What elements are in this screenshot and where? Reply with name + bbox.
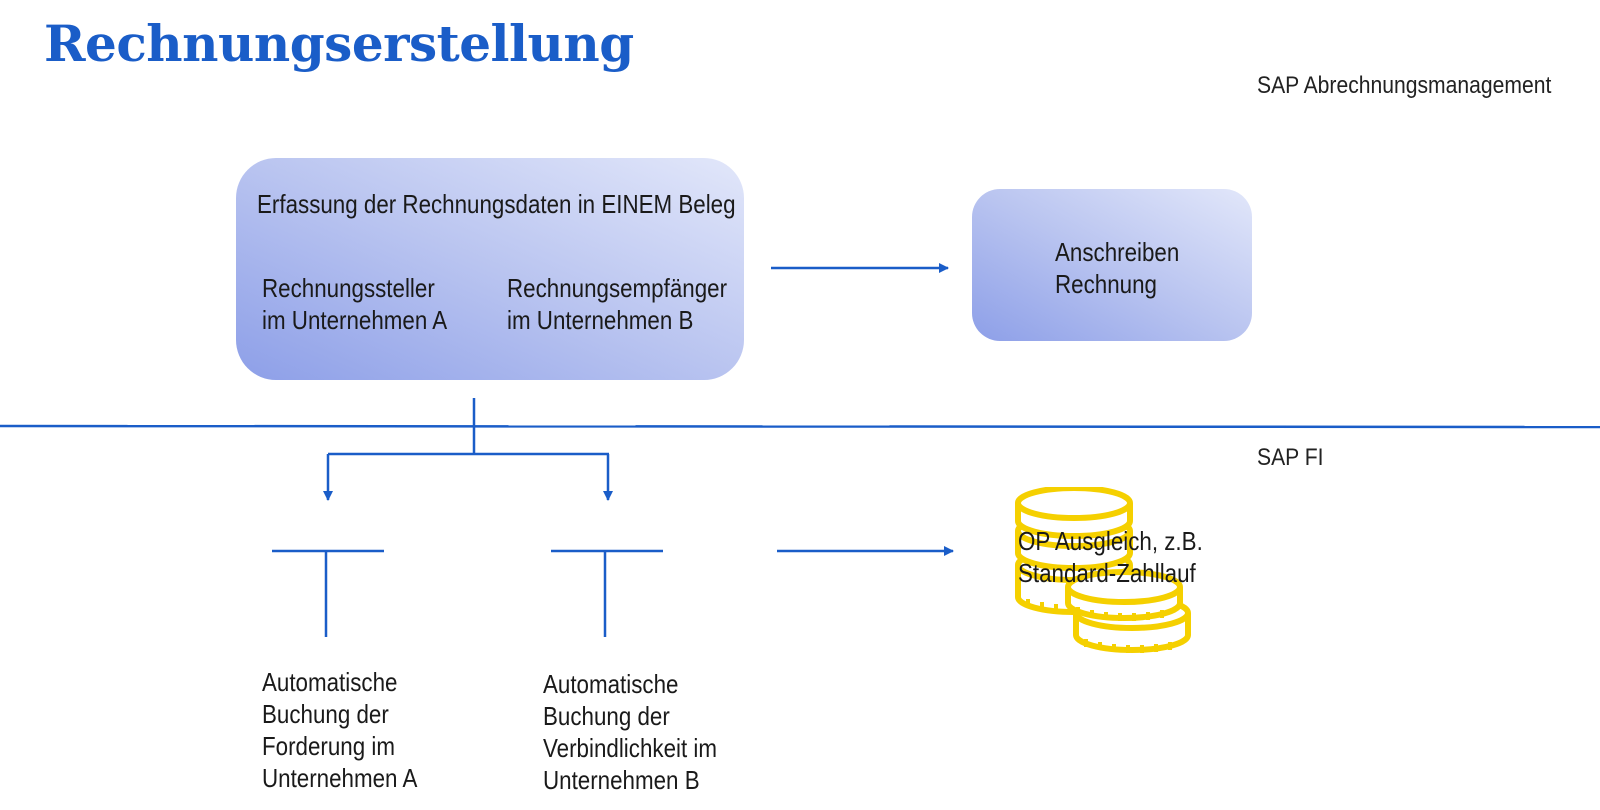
posting-receivable-label: Automatische Buchung der Forderung im Un… (262, 667, 418, 793)
posting-payable-label: Automatische Buchung der Verbindlichkeit… (543, 669, 717, 795)
page-title: Rechnungserstellung (44, 14, 634, 73)
capture-box-heading: Erfassung der Rechnungsdaten in EINEM Be… (257, 189, 736, 219)
invoice-recipient-label: Rechnungsempfänger im Unternehmen B (507, 273, 728, 335)
cover-letter-invoice-box (972, 189, 1252, 341)
zone-label-sap-fi: SAP FI (1257, 444, 1324, 471)
invoice-issuer-label: Rechnungssteller im Unternehmen A (262, 273, 448, 335)
t-account-b (551, 549, 663, 637)
system-divider-line (0, 424, 1600, 429)
coins-icon (1015, 487, 1191, 653)
t-account-a (272, 549, 384, 637)
cover-letter-invoice-label: Anschreiben Rechnung (1055, 237, 1180, 299)
invoice-capture-box (236, 158, 744, 380)
zone-label-sap-billing: SAP Abrechnungsmanagement (1257, 72, 1552, 99)
open-item-clearing-label: OP Ausgleich, z.B. Standard-Zahllauf (1018, 526, 1203, 588)
